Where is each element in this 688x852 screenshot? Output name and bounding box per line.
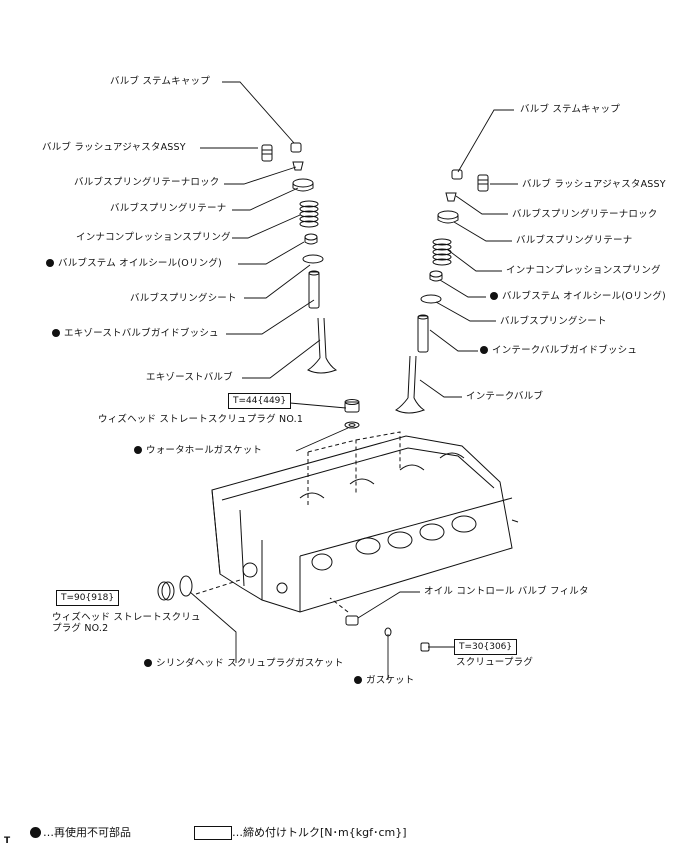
left-lash-adjuster: [261, 144, 273, 162]
label-plug-no2-line2: プラグ NO.2: [52, 623, 109, 634]
label-right-valve: インテークバルブ: [466, 391, 544, 402]
legend-torque-note: …締め付けトルク[N･m{kgf･cm}]: [232, 826, 407, 839]
plug-no1-part: [344, 399, 360, 429]
left-retainer-lock: [292, 161, 304, 171]
right-inner-spring: [432, 238, 452, 266]
left-oil-seal: [304, 233, 318, 245]
oil-control-filter-part: [345, 615, 359, 626]
label-right-guide-bush: インテークバルブガイドブッシュ: [480, 345, 637, 357]
label-left-spring-seat: バルブスプリングシート: [130, 293, 237, 304]
label-left-lash-adjuster: バルブ ラッシュアジャスタASSY: [42, 142, 186, 153]
torque-plug-no2: T=90{918}: [56, 590, 120, 606]
non-reusable-dot-icon: [134, 446, 142, 454]
torque-plug-no1: T=44{449}: [228, 393, 292, 409]
right-stem-cap: [451, 169, 463, 180]
gasket-part: [384, 627, 392, 637]
left-exhaust-valve: [307, 317, 338, 374]
non-reusable-dot-icon: [144, 659, 152, 667]
label-head-plug-gasket: シリンダヘッド スクリュプラグガスケット: [144, 658, 344, 670]
right-retainer-lock: [445, 192, 457, 202]
right-guide-bush: [417, 314, 429, 353]
label-left-retainer: バルブスプリングリテーナ: [110, 203, 227, 214]
label-left-oil-seal: バルブステム オイルシール(Oリング): [46, 258, 222, 270]
label-left-retainer-lock: バルブスプリングリテーナロック: [74, 177, 220, 188]
label-oil-control-filter: オイル コントロール バルブ フィルタ: [424, 586, 589, 597]
left-retainer: [292, 178, 314, 192]
right-intake-valve: [395, 355, 426, 414]
label-right-retainer-lock: バルブスプリングリテーナロック: [512, 209, 658, 220]
label-left-valve: エキゾーストバルブ: [146, 372, 233, 383]
label-screw-plug: スクリュープラグ: [456, 657, 534, 668]
label-right-lash-adjuster: バルブ ラッシュアジャスタASSY: [522, 179, 666, 190]
label-right-inner-spring: インナコンプレッションスプリング: [506, 265, 661, 276]
right-lash-adjuster: [477, 174, 489, 192]
label-right-spring-seat: バルブスプリングシート: [500, 316, 607, 327]
leader-lines-right: [189, 109, 518, 680]
left-valve-stack: [261, 142, 338, 374]
non-reusable-dot-icon: [354, 676, 362, 684]
legend-non-reusable: …再使用不可部品: [30, 826, 131, 840]
right-spring-seat: [420, 294, 442, 304]
non-reusable-dot-icon: [52, 329, 60, 337]
label-plug-no2-line1: ウィズヘッド ストレートスクリュ: [52, 612, 201, 623]
label-water-hole-gasket: ウォータホールガスケット: [134, 445, 262, 457]
non-reusable-dot-icon: [480, 346, 488, 354]
left-inner-spring: [299, 200, 319, 228]
label-plug-no1: ウィズヘッド ストレートスクリュプラグ NO.1: [98, 414, 304, 425]
non-reusable-dot-icon: [490, 292, 498, 300]
torque-screw-plug: T=30{306}: [454, 639, 518, 655]
non-reusable-dot-icon: [30, 827, 41, 838]
corner-mark: T: [4, 836, 11, 846]
left-guide-bush: [308, 270, 320, 309]
right-valve-stack: [395, 169, 489, 414]
cylinder-head-body: [195, 431, 519, 613]
left-stem-cap: [290, 142, 302, 153]
plug-no2-part: [157, 575, 193, 601]
right-retainer: [437, 210, 459, 224]
non-reusable-dot-icon: [46, 259, 54, 267]
label-left-stem-cap: バルブ ステムキャップ: [110, 76, 210, 87]
left-spring-seat: [302, 254, 324, 264]
leader-lines-left: [200, 81, 349, 452]
label-gasket: ガスケット: [354, 675, 415, 687]
label-right-retainer: バルブスプリングリテーナ: [516, 235, 633, 246]
screw-plug-part: [420, 642, 430, 652]
label-right-stem-cap: バルブ ステムキャップ: [520, 104, 620, 115]
right-oil-seal: [429, 270, 443, 282]
label-left-guide-bush: エキゾーストバルブガイドブッシュ: [52, 328, 219, 340]
label-right-oil-seal: バルブステム オイルシール(Oリング): [490, 291, 666, 303]
legend-torque-box: [194, 826, 232, 840]
label-left-inner-spring: インナコンプレッションスプリング: [76, 232, 231, 243]
